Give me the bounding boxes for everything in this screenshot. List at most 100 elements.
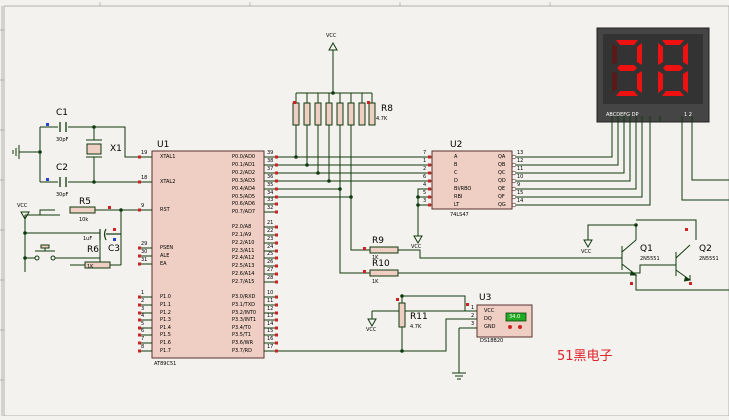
u1-pin-num-36: 36: [267, 174, 274, 180]
u1-pin-marker-25: [275, 256, 278, 260]
u2-pin-marker-7: [428, 155, 431, 159]
u1-pin-marker-4: [138, 318, 141, 322]
ds18b20-reading: 34.0: [509, 314, 521, 320]
u2-pin-name-1: B: [454, 162, 458, 168]
u1-pin-name-27: P2.6/A14: [232, 271, 255, 277]
u1-pin-marker-18: [138, 180, 141, 184]
capacitor-c3: [99, 228, 121, 241]
u1-pin-name-11: P3.1/TXD: [232, 302, 255, 308]
u2-pin-num-7: 7: [423, 150, 427, 156]
u1-pin-num-19: 19: [141, 150, 148, 156]
u1-pin-marker-28: [275, 280, 278, 284]
u1-pin-num-3: 3: [141, 306, 145, 312]
u2-part: 74LS47: [450, 212, 469, 218]
digit-0-segment-g: [617, 65, 637, 71]
digit-1-segment-e: [658, 71, 663, 93]
display-pin-stubs: [611, 116, 693, 122]
q1-part: 2N5551: [640, 256, 660, 262]
vcc-label-u2: VCC: [411, 244, 422, 250]
u1-pin-name-8: P1.7: [160, 348, 171, 354]
u1-pin-stubs: [138, 155, 278, 353]
u1-pin-num-16: 16: [267, 336, 274, 342]
u1-pin-name-14: P3.4/T0: [232, 325, 251, 331]
u2-pin-num-2: 2: [423, 166, 427, 172]
u3-pin2-num: 2: [471, 313, 475, 319]
u1-pin-name-38: P0.1/AD1: [232, 162, 256, 168]
u2-pin-marker-5: [428, 195, 431, 199]
u1-pin-num-12: 12: [267, 306, 274, 312]
resistor-r10: [369, 269, 399, 277]
u2-pin-name-7: A: [454, 154, 458, 160]
u1-pin-num-25: 25: [267, 251, 274, 257]
u1-pin-name-21: P2.0/A8: [232, 224, 252, 230]
u1-pin-name-26: P2.5/A13: [232, 263, 255, 269]
u1-pin-num-8: 8: [141, 344, 145, 350]
u1-pin-num-13: 13: [267, 313, 274, 319]
u1-pin-name-13: P3.3/INT1: [232, 317, 257, 323]
digit-0-segment-e: [612, 71, 617, 93]
resistor-pack-r8: [292, 93, 376, 126]
u1-pin-name-4: P1.3: [160, 317, 171, 323]
chip-u1-body: [151, 150, 265, 359]
digit-0-segment-a: [616, 40, 638, 45]
u1-pin-marker-14: [275, 326, 278, 330]
digit-1-segment-b: [683, 43, 688, 65]
u1-pin-marker-2: [138, 303, 141, 307]
u1-pin-name-15: P3.5/T1: [232, 332, 251, 338]
u1-pin-num-7: 7: [141, 336, 145, 342]
u1-pin-marker-38: [275, 163, 278, 167]
u1-pin-name-1: P1.0: [160, 294, 171, 300]
u1-pin-marker-17: [275, 349, 278, 353]
r9-ref: R9: [372, 236, 384, 246]
resistor-r6: [84, 261, 111, 269]
u2-pin-marker-3: [428, 203, 431, 207]
u1-pin-marker-32: [275, 210, 278, 214]
vcc-arrows: [20, 41, 593, 328]
u1-pin-marker-37: [275, 171, 278, 175]
u3-pin3-num: 3: [471, 321, 475, 327]
u1-pin-num-2: 2: [141, 298, 145, 304]
r11-value: 4.7K: [410, 324, 422, 330]
junctions: [23, 91, 638, 353]
u1-pin-name-25: P2.4/A12: [232, 255, 255, 261]
digit-1-segment-d: [662, 91, 684, 96]
u3-part: DS18B20: [480, 338, 504, 344]
u2-pin-stubs: [420, 154, 524, 208]
crystal-x1: [86, 139, 102, 158]
u1-pin-num-31: 31: [141, 257, 148, 263]
u1-pin-marker-15: [275, 333, 278, 337]
border-ticks: [0, 2, 551, 381]
u1-pin-marker-6: [138, 333, 141, 337]
u1-pin-name-3: P1.2: [160, 310, 171, 316]
digit-0-segment-f: [612, 43, 617, 65]
u1-pin-marker-1: [138, 295, 141, 299]
digit-1-segment-a: [662, 40, 684, 45]
c3-ref: C3: [108, 244, 121, 254]
u2-pin-num-13: 13: [517, 150, 524, 156]
vcc-label-ds18b20: VCC: [366, 327, 377, 333]
u2-pin-num-12: 12: [517, 158, 524, 164]
u2-pin-marker-1: [428, 163, 431, 167]
u1-pin-num-39: 39: [267, 150, 274, 156]
u1-pin-num-30: 30: [141, 249, 148, 255]
u1-pin-marker-26: [275, 264, 278, 268]
u1-pin-num-18: 18: [141, 175, 148, 181]
u1-pin-marker-19: [138, 155, 141, 159]
u1-pin-marker-21: [275, 225, 278, 229]
reset-button: [34, 244, 56, 261]
u1-pin-num-23: 23: [267, 236, 274, 242]
u1-pin-name-22: P2.1/A9: [232, 232, 252, 238]
r9-value: 1K: [372, 255, 379, 261]
r8-ref: R8: [381, 104, 393, 114]
u1-pin-marker-34: [275, 195, 278, 199]
u2-pin-num-11: 11: [517, 166, 524, 172]
r5-value: 10k: [79, 217, 89, 223]
u1-part: AT89C51: [154, 361, 177, 367]
u2-pin-num-6: 6: [423, 174, 427, 180]
c1-ref: C1: [56, 108, 69, 118]
u1-pin-num-1: 1: [141, 290, 145, 296]
digit-0-segment-d: [616, 91, 638, 96]
u1-pin-name-23: P2.2/A10: [232, 240, 255, 246]
u1-pin-marker-31: [138, 262, 141, 266]
